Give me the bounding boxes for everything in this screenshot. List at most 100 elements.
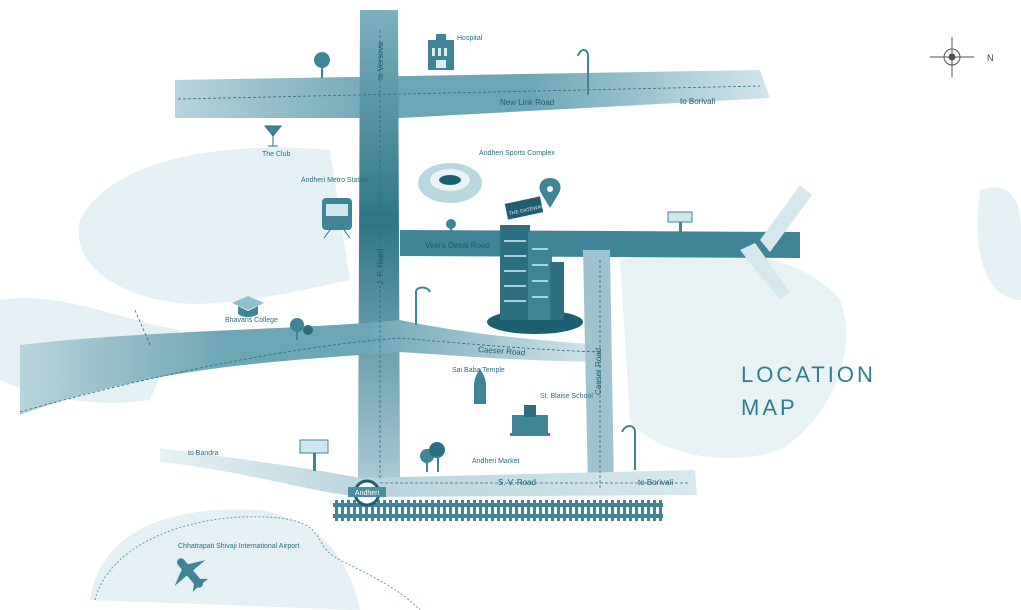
railway-tie [431, 500, 434, 521]
railway-tie [389, 500, 392, 521]
market-label: Andheri Market [472, 458, 520, 465]
compass-north-label: N [987, 53, 994, 63]
railway-tie [629, 500, 632, 521]
railway-tie [335, 500, 338, 521]
railway-tie [617, 500, 620, 521]
project-building-icon[interactable]: THE GATEWAY [487, 196, 583, 334]
graduation-cap-icon [232, 296, 264, 317]
railway-tie [437, 500, 440, 521]
temple-icon [474, 368, 486, 404]
railway-tie [473, 500, 476, 521]
caeser-road-vertical-label: Caeser Road [594, 348, 603, 395]
railway-tie [413, 500, 416, 521]
railway-tie [587, 500, 590, 521]
andheri-station-marker[interactable]: Andheri [348, 479, 386, 507]
railway-tie [407, 500, 410, 521]
railway-tie [641, 500, 644, 521]
billboard-icons [299, 211, 693, 471]
college-label: Bhavans College [225, 317, 278, 324]
jp-road-label: J. P. Road [376, 249, 385, 285]
area-blobs [0, 147, 1021, 610]
railway-tie [353, 500, 356, 521]
railway-tie [533, 500, 536, 521]
railway-tie [563, 500, 566, 521]
railway-tie [515, 500, 518, 521]
airport-label: Chhatrapati Shivaji International Airpor… [178, 543, 299, 550]
railway-tie [365, 500, 368, 521]
railway-tie [659, 500, 662, 521]
jp-road [358, 10, 400, 480]
location-pin-icon [539, 178, 561, 208]
caeser-road-v [583, 250, 614, 490]
railway-tie [341, 500, 344, 521]
metro-label: Andheri Metro Station [301, 177, 369, 184]
railway-tie [383, 500, 386, 521]
railway-tie [359, 500, 362, 521]
sv-road-label: S. V. Road [498, 478, 536, 487]
school-label: St. Blaise School [540, 393, 593, 400]
railway-tie [425, 500, 428, 521]
hospital-icon [428, 34, 454, 70]
to-versova-label: to Versova [376, 42, 385, 80]
railway-tie [443, 500, 446, 521]
to-borivali-bottom-label: to Borivali [638, 478, 673, 487]
sv-road [160, 448, 697, 497]
railway-tie [605, 500, 608, 521]
railway-tie [449, 500, 452, 521]
railway-tie [527, 500, 530, 521]
veera-desai-road-label: Veera Desai Road [425, 241, 490, 250]
map-title-line1: LOCATION [741, 362, 876, 387]
railway-tie [611, 500, 614, 521]
railway-tie [551, 500, 554, 521]
map-title-line2: MAP [741, 395, 798, 420]
compass-icon [930, 37, 974, 77]
railway-tie [545, 500, 548, 521]
railway-tie [419, 500, 422, 521]
club-label: The Club [262, 151, 291, 158]
railway-tie [377, 500, 380, 521]
railway-tie [401, 500, 404, 521]
railway-tie [455, 500, 458, 521]
school-icon [510, 405, 550, 436]
railway-tie [653, 500, 656, 521]
railway-tie [593, 500, 596, 521]
railway-tie [539, 500, 542, 521]
railway-tie [479, 500, 482, 521]
railway-tie [509, 500, 512, 521]
railway [333, 500, 663, 521]
hospital-label: Hospital [457, 35, 483, 42]
tree-icons [290, 52, 456, 472]
airplane-icon [174, 558, 208, 592]
railway-tie [347, 500, 350, 521]
railway-tie [581, 500, 584, 521]
airport-boundary [94, 516, 421, 610]
railway-tie [371, 500, 374, 521]
railway-tie [503, 500, 506, 521]
railway-tie [635, 500, 638, 521]
sports-complex-label: Andheri Sports Complex [479, 150, 555, 157]
to-borivali-top-label: to Borivali [680, 97, 715, 106]
railway-tie [467, 500, 470, 521]
railway-tie [569, 500, 572, 521]
railway-tie [485, 500, 488, 521]
temple-label: Sai Baba Temple [452, 367, 505, 374]
railway-tie [575, 500, 578, 521]
club-cocktail-icon [263, 125, 283, 147]
station-label: Andheri [355, 490, 380, 497]
new-link-road [175, 70, 770, 118]
stadium-icon [418, 163, 482, 203]
caeser-road-label: Caeser Road [478, 345, 526, 357]
railway-tie [497, 500, 500, 521]
railway-tie [623, 500, 626, 521]
metro-train-icon [322, 198, 352, 239]
railway-tie [557, 500, 560, 521]
railway-tie [647, 500, 650, 521]
street-lamp-icons [415, 49, 636, 470]
caeser-road-h [20, 320, 600, 415]
railway-tie [395, 500, 398, 521]
railway-tie [599, 500, 602, 521]
railway-tie [491, 500, 494, 521]
railway-tie [461, 500, 464, 521]
to-bandra-label: to Bandra [188, 450, 218, 457]
